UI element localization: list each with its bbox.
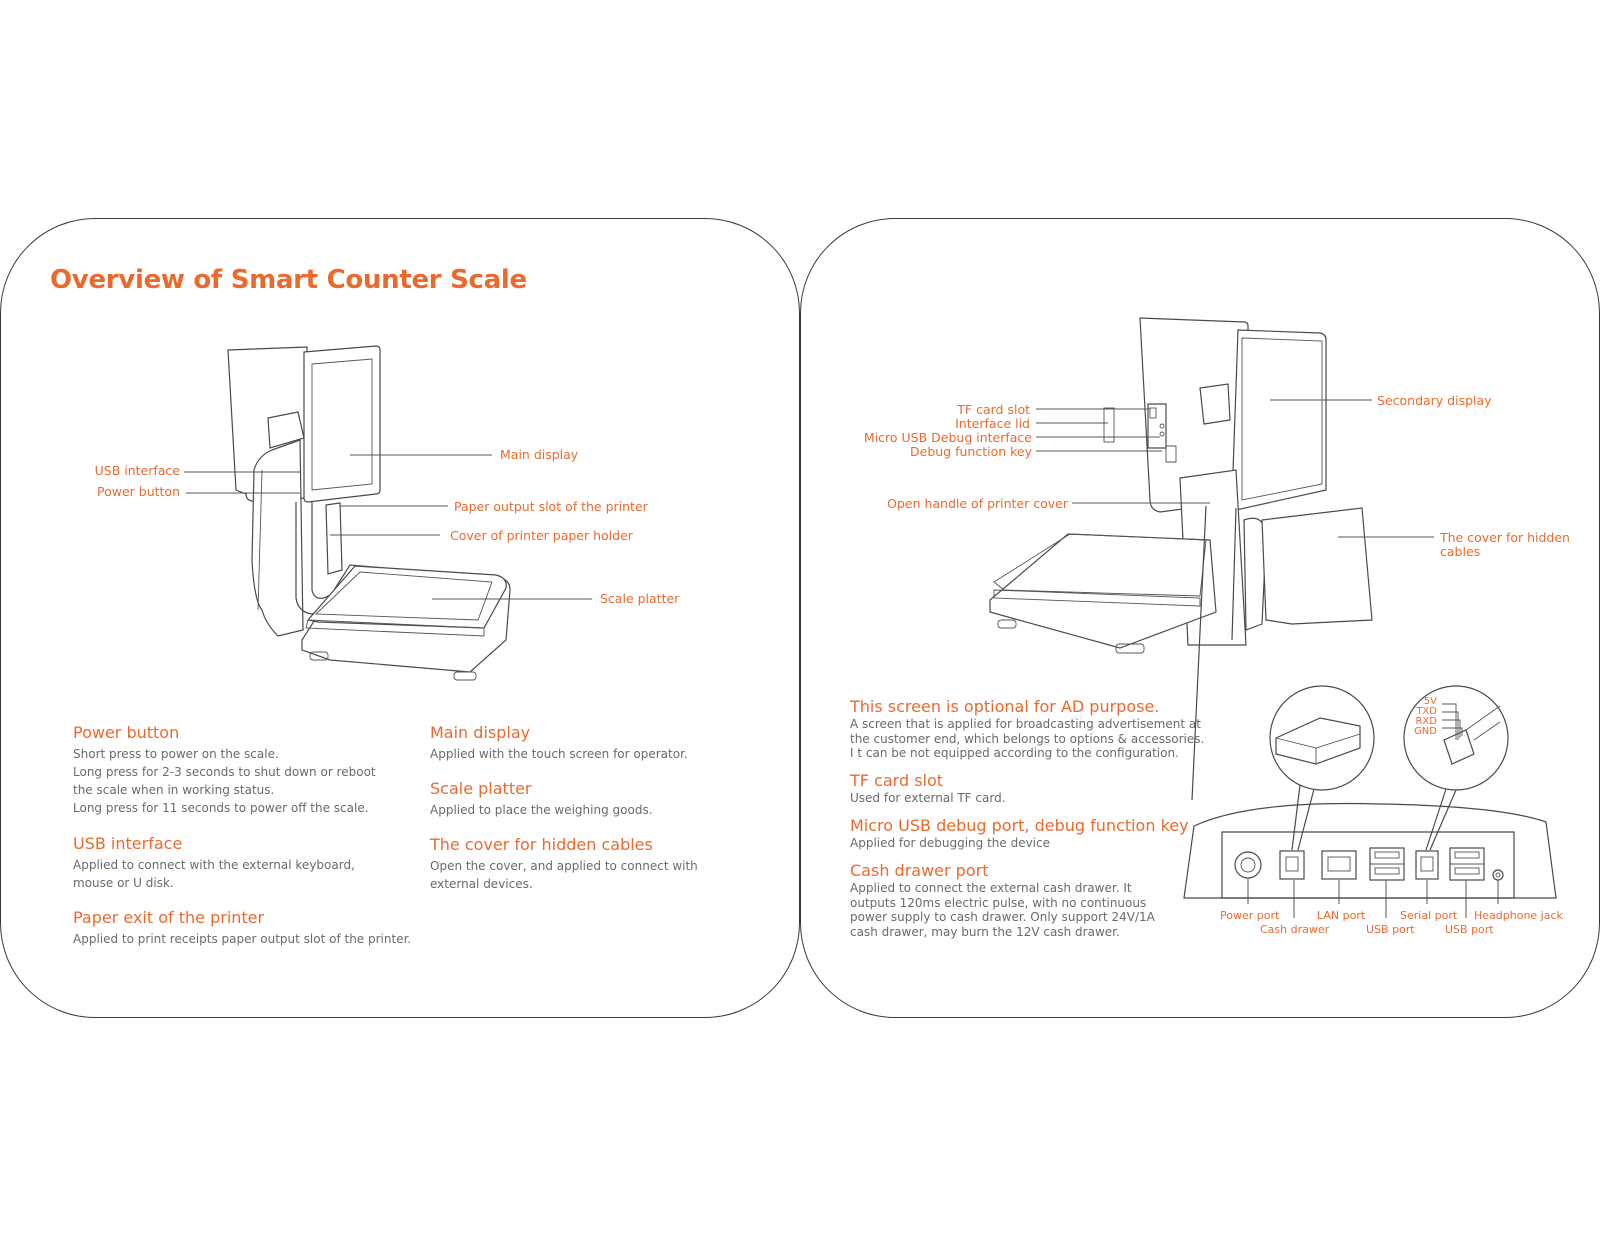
callout-open-handle: Open handle of printer cover <box>887 496 1068 511</box>
pin-label-txd: TXD <box>1416 706 1437 717</box>
section-power-button: Power button Short press to power on the… <box>73 723 376 817</box>
section-heading: Micro USB debug port, debug function key <box>850 816 1189 835</box>
section-body: Used for external TF card. <box>850 791 1006 805</box>
callout-main-display: Main display <box>500 447 579 462</box>
callout-power-button: Power button <box>97 484 180 499</box>
section-body: Applied to connect the external cash dra… <box>850 881 1155 939</box>
pin-label-gnd: GND <box>1414 726 1437 737</box>
section-heading: The cover for hidden cables <box>430 835 653 854</box>
section-ad-screen: This screen is optional for AD purpose. … <box>850 697 1204 761</box>
pin-label-5v: 5V <box>1423 696 1437 707</box>
section-usb-interface: USB interface Applied to connect with th… <box>73 834 355 892</box>
port-label-usb-1: USB port <box>1366 923 1415 936</box>
section-body: Short press to power on the scale.Long p… <box>73 747 376 815</box>
port-label-usb-2: USB port <box>1445 923 1494 936</box>
section-body: Applied to print receipts paper output s… <box>73 932 412 946</box>
left-panel <box>0 218 800 1018</box>
section-body: Applied to place the weighing goods. <box>430 803 653 817</box>
section-scale-platter: Scale platter Applied to place the weigh… <box>430 779 653 819</box>
section-heading: Power button <box>73 723 180 742</box>
callout-usb-interface: USB interface <box>94 463 180 478</box>
section-heading: Cash drawer port <box>850 861 989 880</box>
section-body: Applied for debugging the device <box>850 836 1050 850</box>
port-label-headphone: Headphone jack <box>1474 909 1563 922</box>
section-heading: Scale platter <box>430 779 532 798</box>
section-paper-exit: Paper exit of the printer Applied to pri… <box>73 908 411 948</box>
callout-scale-platter: Scale platter <box>600 591 680 606</box>
section-heading: This screen is optional for AD purpose. <box>850 697 1160 716</box>
section-heading: TF card slot <box>850 771 944 790</box>
callout-interface-lid: Interface lid <box>955 416 1030 431</box>
callout-cover-printer-paper-holder: Cover of printer paper holder <box>450 528 633 543</box>
section-main-display: Main display Applied with the touch scre… <box>430 723 688 763</box>
port-label-cash-drawer: Cash drawer <box>1260 923 1330 936</box>
pin-label-rxd: RXD <box>1415 716 1438 727</box>
callout-micro-usb-debug: Micro USB Debug interface <box>863 430 1032 445</box>
section-debug-port: Micro USB debug port, debug function key… <box>850 816 1189 851</box>
section-body: Applied to connect with the external key… <box>73 858 355 890</box>
section-hidden-cables-cover: The cover for hidden cables Open the cov… <box>430 835 698 893</box>
section-cash-drawer-port: Cash drawer port Applied to connect the … <box>850 861 1155 939</box>
section-heading: Paper exit of the printer <box>73 908 265 927</box>
section-heading: Main display <box>430 723 531 742</box>
section-tf-card-slot: TF card slot Used for external TF card. <box>850 771 1006 806</box>
section-heading: USB interface <box>73 834 183 853</box>
section-body: A screen that is applied for broadcastin… <box>850 717 1205 760</box>
callout-debug-function-key: Debug function key <box>910 444 1032 459</box>
port-label-serial: Serial port <box>1400 909 1458 922</box>
section-body: Applied with the touch screen for operat… <box>430 747 688 761</box>
page-title: Overview of Smart Counter Scale <box>50 265 527 295</box>
callout-paper-output-slot: Paper output slot of the printer <box>454 499 648 514</box>
callout-secondary-display: Secondary display <box>1377 393 1492 408</box>
callout-tf-card-slot: TF card slot <box>957 402 1030 417</box>
port-label-lan: LAN port <box>1317 909 1366 922</box>
port-label-power: Power port <box>1220 909 1280 922</box>
section-body: Open the cover, and applied to connect w… <box>430 859 698 891</box>
